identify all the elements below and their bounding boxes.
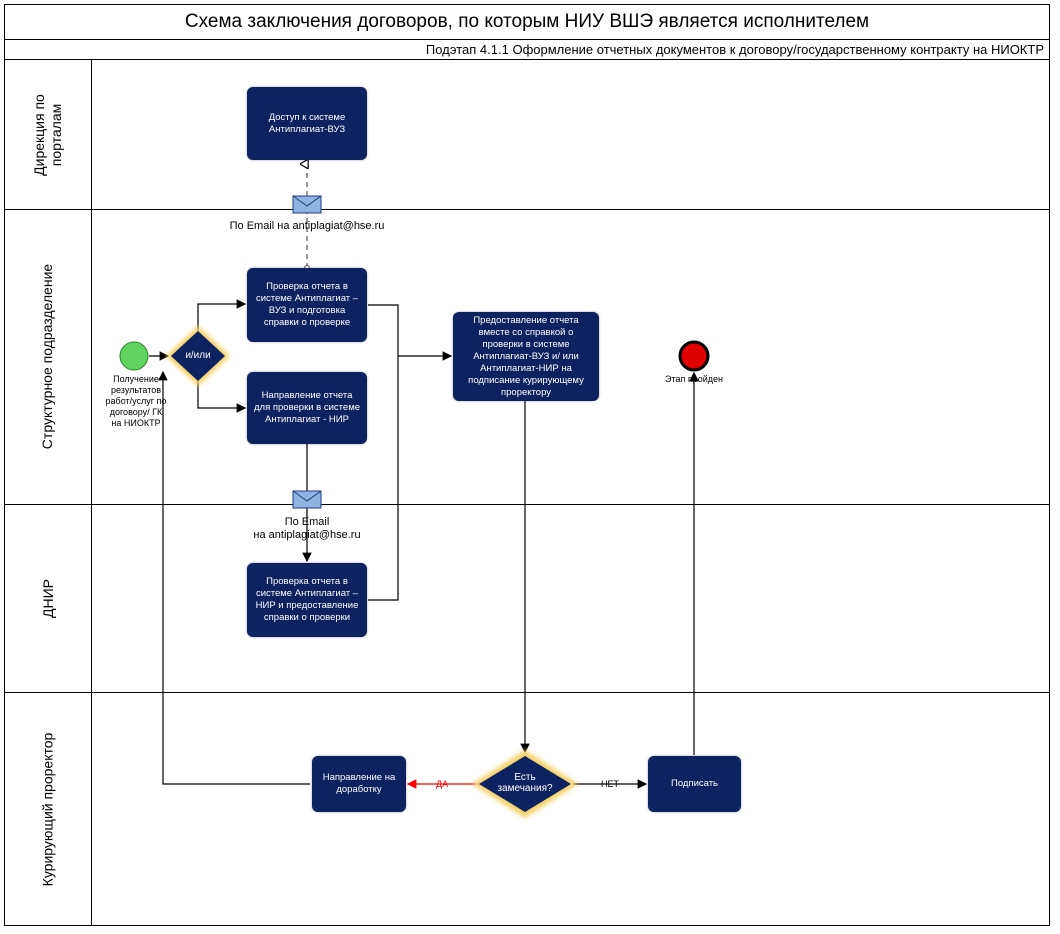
flow-gateway-to-send-nir	[197, 380, 247, 413]
task-sign[interactable]: Подписать	[648, 756, 741, 812]
envelope-icon	[292, 490, 322, 509]
envelope-icon	[292, 195, 322, 214]
gateway-remarks-icon	[472, 750, 578, 818]
task-check-vuz[interactable]: Проверка отчета в системе Антиплагиат – …	[247, 268, 367, 342]
task-access-antiplagiat[interactable]: Доступ к системе Антиплагиат-ВУЗ	[247, 87, 367, 160]
diagram-title: Схема заключения договоров, по которым Н…	[4, 4, 1050, 40]
email-label-portal: По Email на antiplagiat@hse.ru	[229, 220, 385, 232]
flow-gateway-to-check-vuz	[197, 299, 247, 333]
flow-label-yes: ДА	[436, 779, 449, 789]
flow-rework-to-start	[158, 370, 310, 785]
email-label-nir-line2: на antiplagiat@hse.ru	[253, 529, 361, 541]
gateway-remarks-label: Есть замечания?	[497, 772, 553, 794]
lane-separator	[4, 209, 1050, 210]
lane-separator	[4, 692, 1050, 693]
lane-header-column	[4, 60, 92, 926]
end-event-icon	[678, 340, 710, 372]
end-event-label: Этап пройден	[664, 374, 723, 384]
email-label-nir: По Email на antiplagiat@hse.ru	[236, 516, 378, 542]
start-event-icon	[119, 341, 149, 371]
diagram-frame	[4, 4, 1050, 926]
task-submit-to-vice-rector[interactable]: Предоставление отчета вместе со справкой…	[453, 312, 599, 401]
task-check-nir[interactable]: Проверка отчета в системе Антиплагиат – …	[247, 563, 367, 637]
flow-check-vuz-to-join	[368, 304, 399, 356]
gateway-and-or-label: и/или	[185, 350, 211, 361]
email-label-nir-line1: По Email	[284, 516, 330, 528]
task-rework[interactable]: Направление на доработку	[312, 756, 406, 812]
task-send-nir[interactable]: Направление отчета для проверки в систем…	[247, 372, 367, 444]
diagram-subtitle: Подэтап 4.1.1 Оформление отчетных докуме…	[4, 40, 1050, 60]
flow-label-no: НЕТ	[601, 779, 619, 789]
start-event-label: Получение результатов работ/услуг по дог…	[105, 374, 167, 428]
flow-check-nir-to-join	[368, 356, 399, 601]
gateway-and-or-icon	[166, 326, 230, 386]
lane-separator	[4, 504, 1050, 505]
